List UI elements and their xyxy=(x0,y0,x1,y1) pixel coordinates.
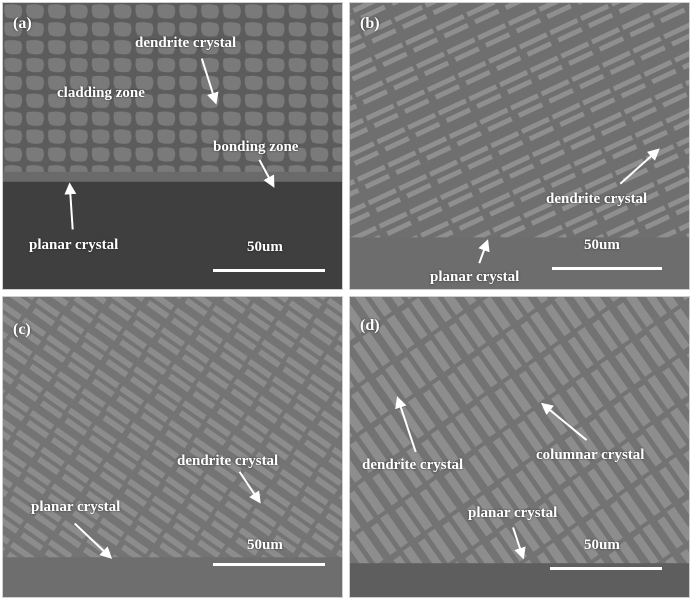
dendrite-crystal-label: dendrite crystal xyxy=(135,35,237,51)
micrograph-b-image xyxy=(350,3,689,289)
scale-bar xyxy=(552,267,662,270)
scale-bar xyxy=(550,567,662,570)
panel-c-label: (c) xyxy=(13,321,31,338)
scale-bar xyxy=(213,269,325,272)
dendrite-crystal-label: dendrite crystal xyxy=(362,457,464,473)
micrograph-a-image xyxy=(3,3,342,289)
panel-b-label: (b) xyxy=(360,15,380,32)
micrograph-panel-b: (b) dendrite crystal 50um planar crystal xyxy=(349,2,690,290)
planar-crystal-label: planar crystal xyxy=(430,269,520,285)
columnar-crystal-label: columnar crystal xyxy=(536,447,645,463)
planar-crystal-label: planar crystal xyxy=(29,237,119,253)
micrograph-panel-d: (d) dendrite crystal columnar crystal pl… xyxy=(349,296,690,598)
scale-bar xyxy=(213,563,325,566)
micrograph-panel-c: (c) dendrite crystal planar crystal 50um xyxy=(2,296,343,598)
micrograph-c-image xyxy=(3,297,342,597)
cladding-zone-label: cladding zone xyxy=(57,85,145,101)
planar-crystal-label: planar crystal xyxy=(468,505,558,521)
dendrite-crystal-label: dendrite crystal xyxy=(546,191,648,207)
dendrite-crystal-label: dendrite crystal xyxy=(177,453,279,469)
scale-text: 50um xyxy=(584,237,620,253)
micrograph-panel-a: (a) dendrite crystal cladding zone bondi… xyxy=(2,2,343,290)
panel-a-label: (a) xyxy=(13,15,32,32)
scale-text: 50um xyxy=(247,239,283,255)
panel-d-label: (d) xyxy=(360,317,380,334)
planar-crystal-label: planar crystal xyxy=(31,499,121,515)
bonding-zone-label: bonding zone xyxy=(213,139,299,155)
scale-text: 50um xyxy=(584,537,620,553)
scale-text: 50um xyxy=(247,537,283,553)
